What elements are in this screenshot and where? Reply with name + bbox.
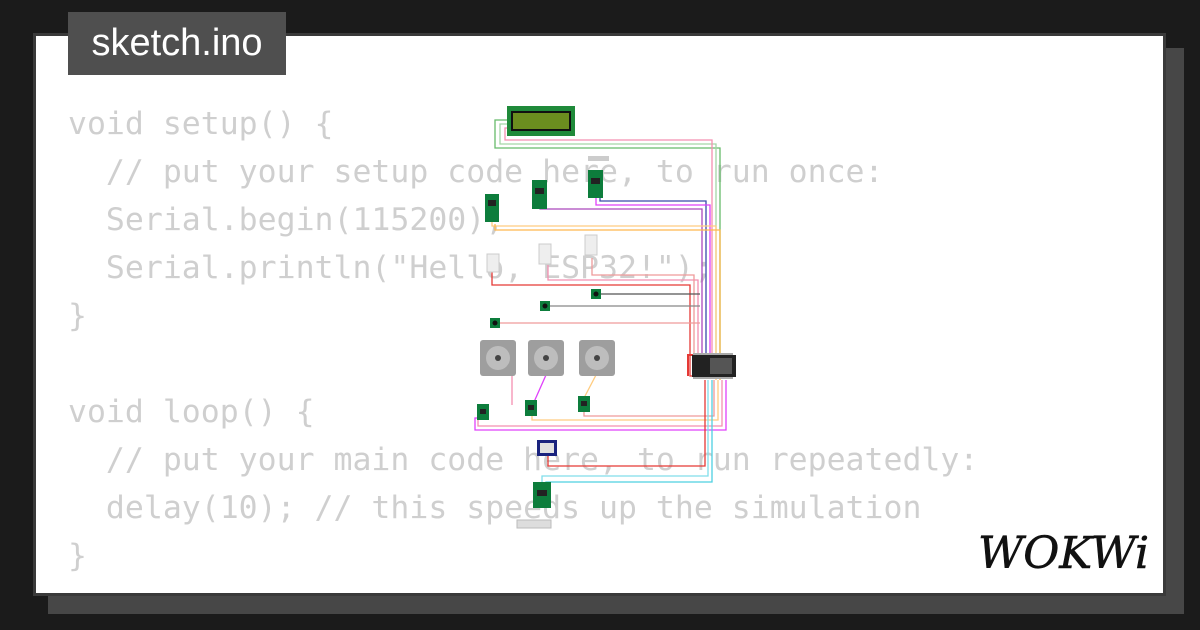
pir-sensor-2[interactable] <box>538 243 552 265</box>
code-line: void setup() { <box>68 106 334 142</box>
hx711-module-3[interactable] <box>588 170 603 198</box>
pir-sensor-3[interactable] <box>584 234 598 256</box>
hx711-module-1[interactable] <box>485 194 499 222</box>
code-preview: void setup() { // put your setup code he… <box>68 100 978 580</box>
stepper-driver-2[interactable] <box>525 400 537 416</box>
stepper-motor-2[interactable] <box>528 340 564 376</box>
stepper-motor-3[interactable] <box>579 340 615 376</box>
circuit-diagram <box>474 106 736 529</box>
pir-sensor-1[interactable] <box>486 253 500 273</box>
file-tab[interactable]: sketch.ino <box>68 12 286 75</box>
pin-header-bottom <box>516 519 552 529</box>
code-line: } <box>68 538 87 574</box>
pushbutton-3[interactable] <box>490 318 500 328</box>
stepper-driver-1[interactable] <box>477 404 489 420</box>
pushbutton-1[interactable] <box>591 289 601 299</box>
esp32-board[interactable] <box>692 353 736 379</box>
project-card <box>33 33 1166 596</box>
pushbutton-2[interactable] <box>540 301 550 311</box>
wokwi-logo-text: WOKWi <box>978 528 1149 576</box>
code-line: Serial.println("Hello, ESP32!"); <box>68 250 713 286</box>
wokwi-logo: WOKWi <box>978 528 1150 576</box>
code-line: } <box>68 298 87 334</box>
header-pins <box>588 156 609 161</box>
code-line: // put your main code here, to run repea… <box>68 442 979 478</box>
stepper-motor-1[interactable] <box>480 340 516 376</box>
code-line: // put your setup code here, to run once… <box>68 154 884 190</box>
code-line: void loop() { <box>68 394 315 430</box>
stepper-driver-3[interactable] <box>578 396 590 412</box>
code-line: Serial.begin(115200); <box>68 202 505 238</box>
lcd-display[interactable] <box>507 106 575 136</box>
hx711-module-2[interactable] <box>532 180 547 209</box>
relay-module[interactable] <box>533 482 551 508</box>
rtc-module[interactable] <box>537 440 557 456</box>
